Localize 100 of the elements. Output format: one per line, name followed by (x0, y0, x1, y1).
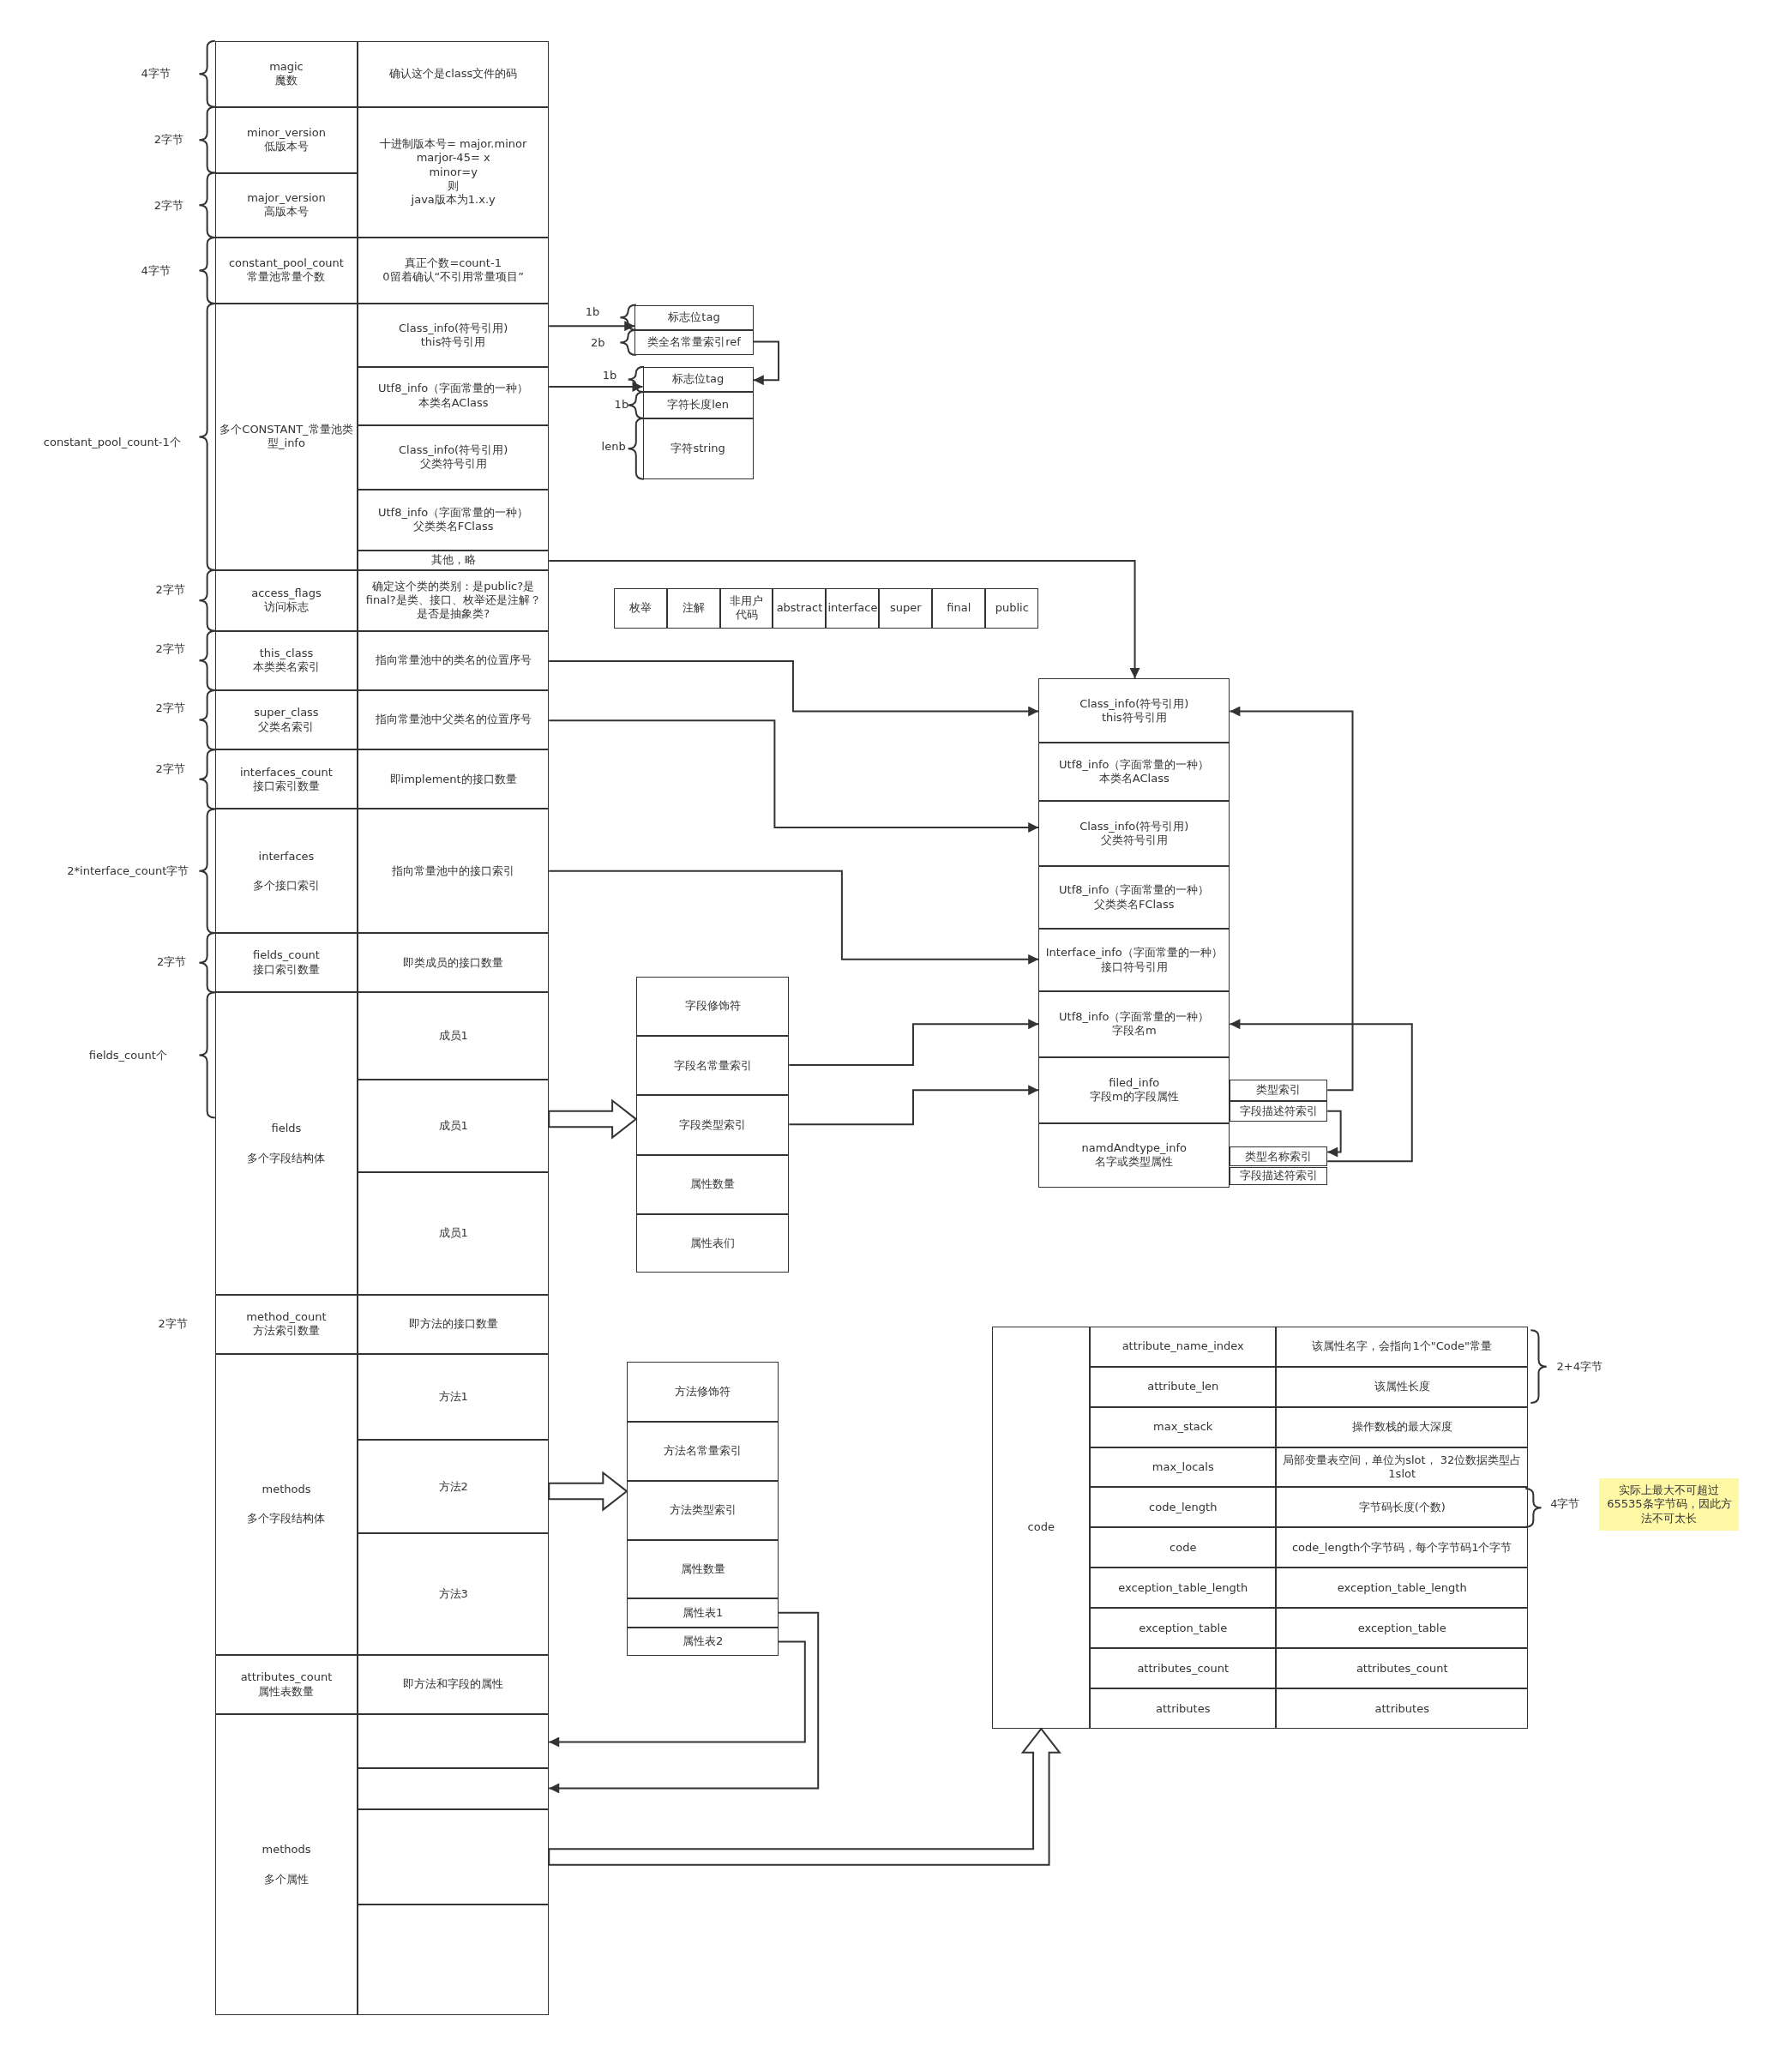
cell-text: super (890, 601, 922, 616)
table-cell (214, 809, 358, 934)
cell-text: 高版本号 (263, 205, 309, 220)
cell-text: interfaces (258, 849, 315, 864)
block-arrow (548, 1098, 638, 1140)
arrow (548, 321, 636, 332)
flag-cell (879, 588, 933, 629)
block-arrow (548, 1471, 628, 1512)
cell-text: 字段m的字段属性 (1089, 1090, 1179, 1104)
cell-text: interface (827, 601, 878, 616)
table-cell (358, 1440, 550, 1534)
size-label: 2字节 (155, 701, 185, 717)
table-cell (358, 1714, 550, 1769)
table-cell (214, 1294, 358, 1355)
cell-text: 常量池常量个数 (247, 270, 326, 285)
table-cell (358, 1654, 550, 1715)
cell-text: 接口索引数量 (252, 779, 320, 794)
cell-text: 注解 (682, 601, 705, 616)
table-cell (358, 1294, 550, 1355)
cell-text: 方法类型索引 (669, 1503, 737, 1518)
cell-text: max_stack (1153, 1419, 1213, 1435)
cell-text: method_count (246, 1310, 327, 1325)
table-cell (358, 1904, 550, 2016)
cell-text: 属性表2 (682, 1634, 724, 1649)
cell-text: 即implement的接口数量 (389, 772, 517, 786)
constant-pool-entry (1038, 801, 1230, 866)
cell-text: 类型名称索引 (1245, 1149, 1313, 1164)
size-label: 1b (585, 304, 600, 318)
table-cell (358, 424, 550, 490)
cell-text: final (947, 601, 971, 616)
cell-text: super_class (254, 706, 319, 720)
arrow (752, 340, 780, 386)
struct-field-box (627, 1627, 779, 1657)
flag-cell (613, 588, 667, 629)
cell-text: minor_version (247, 125, 326, 141)
table-cell (358, 933, 550, 993)
cell-text: attribute_name_index (1122, 1339, 1244, 1354)
table-cell (1090, 1568, 1277, 1609)
size-label: lenb (601, 439, 626, 453)
cell-text: 字符string (670, 442, 725, 456)
cell-text: java版本为1.x.y (411, 193, 496, 208)
constant-pool-entry (1230, 1146, 1328, 1167)
cell-text: exception_table (1139, 1621, 1228, 1635)
cell-text: 字段描述符索引 (1239, 1169, 1318, 1183)
cell-text: 字节码长度(个数) (1358, 1500, 1446, 1515)
struct-field-box (635, 1036, 790, 1096)
constant-pool-entry (1038, 1122, 1230, 1188)
arrow (548, 1611, 820, 1794)
flag-cell (985, 588, 1039, 629)
cell-text: 其他，略 (430, 553, 476, 568)
table-cell (214, 630, 358, 690)
cell-text: 十进制版本号= major.minor (379, 137, 527, 152)
table-cell (1276, 1608, 1529, 1649)
table-cell (214, 1354, 358, 1655)
size-label: 4字节 (1550, 1496, 1580, 1513)
table-cell (358, 630, 550, 690)
cell-text: 方法1 (438, 1389, 468, 1405)
table-cell (358, 1079, 550, 1172)
cell-text: 字段名常量索引 (673, 1058, 752, 1073)
cell-text: 类型索引 (1256, 1083, 1302, 1098)
size-label: 2字节 (155, 641, 185, 658)
constant-pool-entry (1038, 929, 1230, 991)
struct-field-box (635, 976, 790, 1037)
cell-text: attribute_len (1147, 1380, 1219, 1394)
table-cell (214, 172, 358, 238)
size-label: 4字节 (141, 66, 171, 82)
cell-text: 标志位tag (671, 372, 725, 387)
cell-text: 0留着确认“不引用常量项目” (382, 270, 524, 285)
cell-text: 属性表们 (690, 1236, 736, 1250)
cell-text: 访问标志 (263, 600, 309, 615)
arrow (1326, 1110, 1342, 1158)
cell-text: 方法修饰符 (675, 1384, 731, 1399)
cell-text: 方法索引数量 (252, 1324, 320, 1339)
cell-text: 多个字段结构体 (247, 1512, 326, 1526)
cell-text: max_locals (1152, 1459, 1214, 1475)
cell-text: 接口符号引用 (1100, 960, 1168, 974)
cell-text: code (1027, 1520, 1055, 1535)
cell-text: 属性数量 (680, 1562, 725, 1576)
cell-text: 父类名索引 (258, 719, 315, 734)
cell-text: 字段描述符索引 (1239, 1104, 1318, 1118)
table-cell (1276, 1487, 1529, 1528)
size-label: 4字节 (141, 262, 171, 279)
cell-text: this_class (259, 647, 314, 661)
table-cell (358, 1354, 550, 1441)
cell-text: 真正个数=count-1 (405, 256, 502, 271)
cell-text: code_length个字节码，每个字节码1个字节 (1291, 1540, 1512, 1555)
size-label: 2字节 (153, 132, 184, 148)
cell-text: 父类类名FClass (412, 520, 494, 534)
table-cell (358, 40, 550, 107)
cell-text: 确认这个是class文件的码 (389, 67, 518, 81)
cell-text: 类全名常量索引ref (647, 335, 741, 350)
table-cell (358, 1809, 550, 1905)
size-label: 2字节 (155, 581, 185, 598)
cell-text: minor=y (429, 165, 478, 179)
table-cell (358, 689, 550, 750)
cell-text: 父类类名FClass (1093, 897, 1175, 912)
cell-text: 即方法和字段的属性 (403, 1677, 504, 1692)
cell-text: 方法名常量索引 (664, 1444, 742, 1459)
cell-text: 多个属性 (263, 1872, 309, 1886)
struct-field-box (642, 418, 754, 479)
